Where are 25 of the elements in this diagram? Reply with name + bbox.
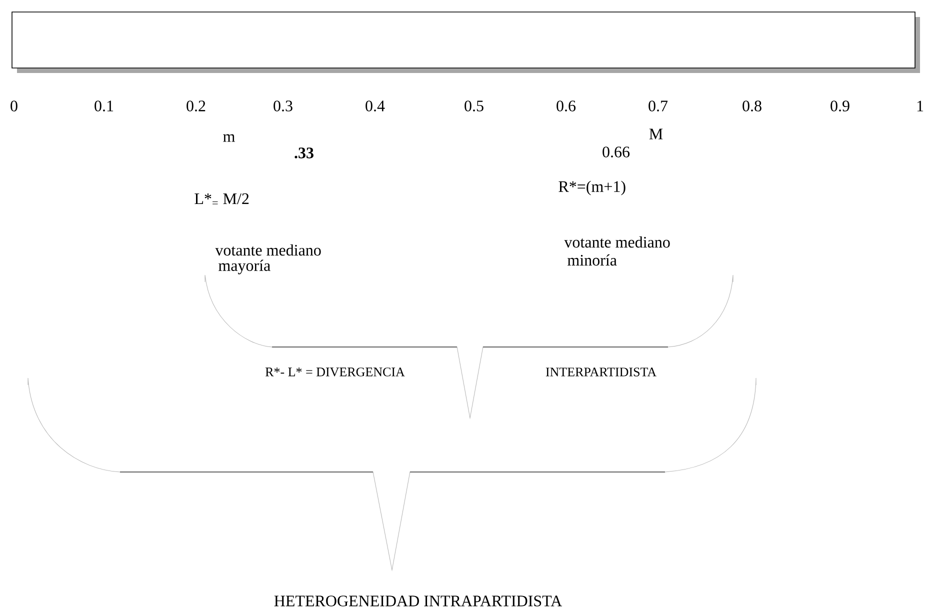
formula-label: L*$_{=}$ M/2: [194, 193, 249, 204]
axis-value: 0.3: [274, 100, 292, 112]
brace-label: R*- L* = DIVERGENCIA: [265, 368, 405, 376]
median-voter-label: mayoría: [218, 260, 270, 274]
axis-value: 0.6: [556, 100, 576, 112]
axis-value: 0.2: [186, 100, 206, 112]
median-voter-label: votante mediano: [564, 236, 670, 248]
axis-value: 1: [917, 100, 924, 112]
axis-value: 0.1: [94, 100, 114, 112]
value-label: .33: [294, 148, 314, 158]
empty-bar: [12, 12, 920, 73]
axis-value: 0.5: [464, 100, 484, 112]
variable-label: m: [223, 134, 235, 142]
variable-label: M: [649, 128, 663, 140]
axis-value: 0.4: [366, 100, 385, 112]
median-voter-label: votante mediano: [215, 244, 321, 256]
brace-label: INTERPARTIDISTA: [546, 368, 656, 376]
axis-value: 0.8: [742, 100, 762, 112]
median-voter-label: minoría: [568, 254, 617, 266]
formula-label: R*=(m+1): [558, 180, 626, 196]
axis-value: 0: [10, 100, 18, 112]
axis-value: 0.7: [648, 100, 668, 112]
axis-value: 0.9: [830, 100, 850, 112]
brace-label: HETEROGENEIDAD INTRAPARTIDISTA: [274, 596, 562, 606]
value-label: 0.66: [602, 146, 630, 158]
